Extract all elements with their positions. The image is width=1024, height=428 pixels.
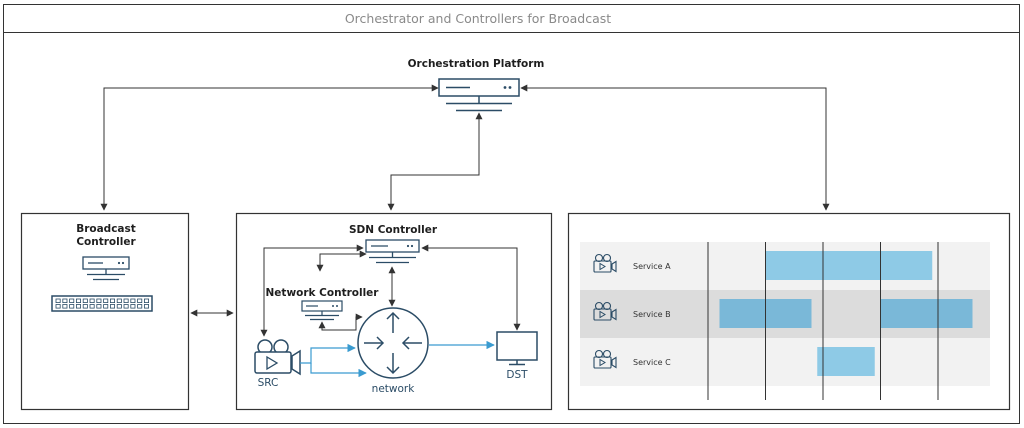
orch-to-broadcast-link [100, 84, 439, 211]
patch-port [76, 298, 82, 303]
sdn-to-src-link [260, 244, 364, 337]
patch-port [137, 298, 143, 303]
camera-icon [254, 339, 301, 376]
camera-icon [593, 301, 617, 321]
src-to-network-flow-1 [300, 343, 356, 364]
patch-port [116, 304, 122, 309]
patch-port [69, 298, 75, 303]
patch-port [69, 304, 75, 309]
dst-label: DST [506, 369, 528, 381]
src-label: SRC [258, 377, 279, 389]
patch-port [76, 304, 82, 309]
network-controller-to-router-link [322, 313, 363, 331]
service-interval-bar [817, 347, 875, 376]
orchestration-platform-label: Orchestration Platform [408, 58, 545, 70]
camera-icon [593, 349, 617, 369]
broadcast-controller-label-line2: Controller [76, 236, 136, 248]
patch-panel-icon [51, 295, 153, 312]
orch-to-sdn-link [387, 112, 483, 211]
patch-port [62, 304, 68, 309]
service-interval-bar [765, 251, 933, 280]
diagram-title: Orchestrator and Controllers for Broadca… [345, 11, 611, 26]
patch-port [110, 298, 116, 303]
patch-port [130, 298, 136, 303]
sdn-to-network-controller-link [316, 250, 367, 272]
broadcast-controller-label-line1: Broadcast [76, 223, 136, 235]
patch-port [137, 304, 143, 309]
patch-port [103, 298, 109, 303]
sdn-controller-label: SDN Controller [349, 224, 438, 236]
sdn-to-dst-link [421, 244, 521, 331]
orch-to-schedule-link [520, 84, 830, 211]
service-interval-bar [880, 299, 973, 328]
patch-port [143, 304, 149, 309]
monitor-icon [496, 331, 538, 366]
patch-port [96, 298, 102, 303]
patch-port [55, 298, 61, 303]
service-label: Service B [633, 310, 671, 319]
patch-port [55, 304, 61, 309]
router-icon [357, 307, 429, 379]
patch-port [62, 298, 68, 303]
src-to-network-flow-2 [310, 363, 367, 378]
patch-port [103, 304, 109, 309]
patch-port [89, 298, 95, 303]
patch-port [116, 298, 122, 303]
patch-port [123, 298, 129, 303]
orchestration-server-icon [438, 78, 520, 112]
patch-port [96, 304, 102, 309]
camera-icon [593, 253, 617, 273]
network-controller-label: Network Controller [266, 287, 380, 299]
service-label: Service C [633, 358, 671, 367]
patch-port [89, 304, 95, 309]
patch-port [82, 298, 88, 303]
schedule-row [580, 338, 990, 386]
patch-port [110, 304, 116, 309]
network-label: network [372, 383, 416, 395]
sdn-server-icon [365, 239, 420, 264]
service-label: Service A [633, 262, 671, 271]
patch-port [143, 298, 149, 303]
schedule-timeline-lines [707, 242, 939, 400]
broadcast-server-icon [82, 256, 130, 281]
patch-port [123, 304, 129, 309]
patch-port [82, 304, 88, 309]
patch-port [130, 304, 136, 309]
